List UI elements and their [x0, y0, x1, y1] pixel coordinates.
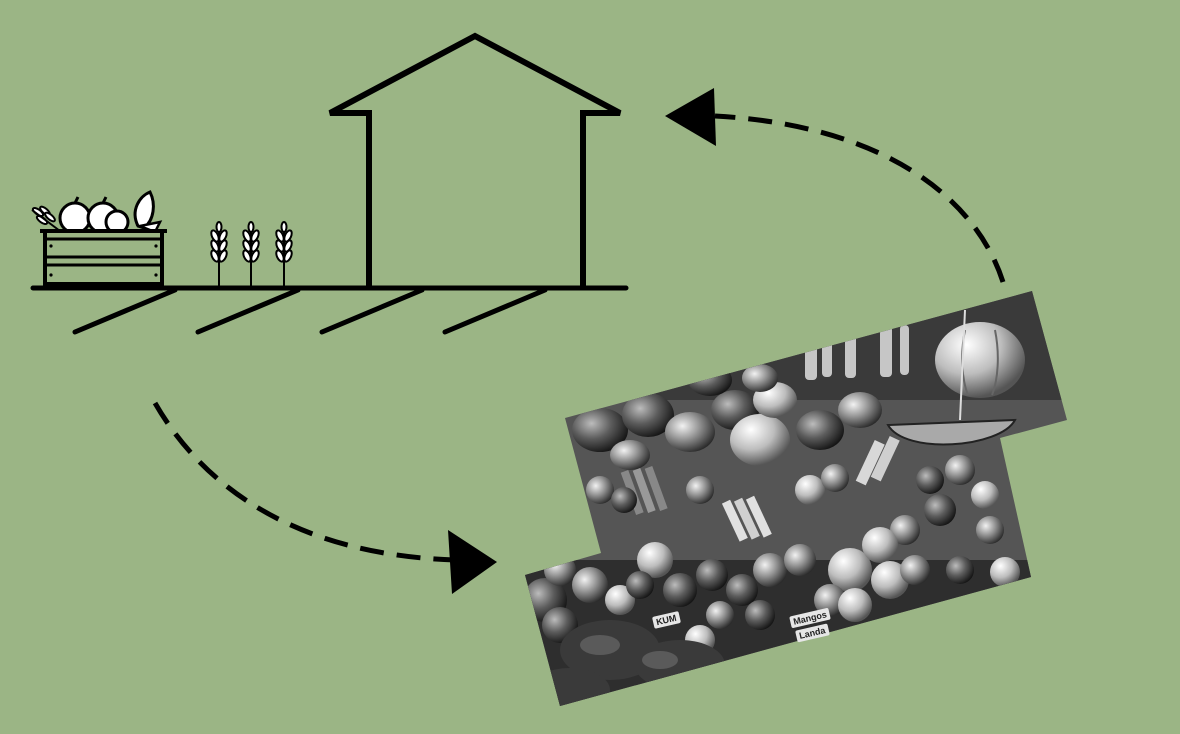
- arrow-head-icon: [665, 88, 716, 146]
- house-icon: [328, 32, 622, 288]
- ground-line: [30, 285, 629, 335]
- apple-icon: [58, 201, 92, 235]
- wheat-icon: [275, 221, 293, 288]
- arrow-head-icon: [448, 530, 497, 594]
- wheat-icon: [210, 221, 228, 288]
- wheat-icon: [242, 221, 260, 288]
- market-photo: [525, 291, 1067, 706]
- arrow-market-to-home: [665, 88, 1006, 283]
- produce-crate-icon: [31, 190, 167, 286]
- leaf-icon: [133, 190, 155, 230]
- wheat-sprig-icon: [31, 205, 61, 232]
- arrow-farm-to-market: [152, 401, 497, 594]
